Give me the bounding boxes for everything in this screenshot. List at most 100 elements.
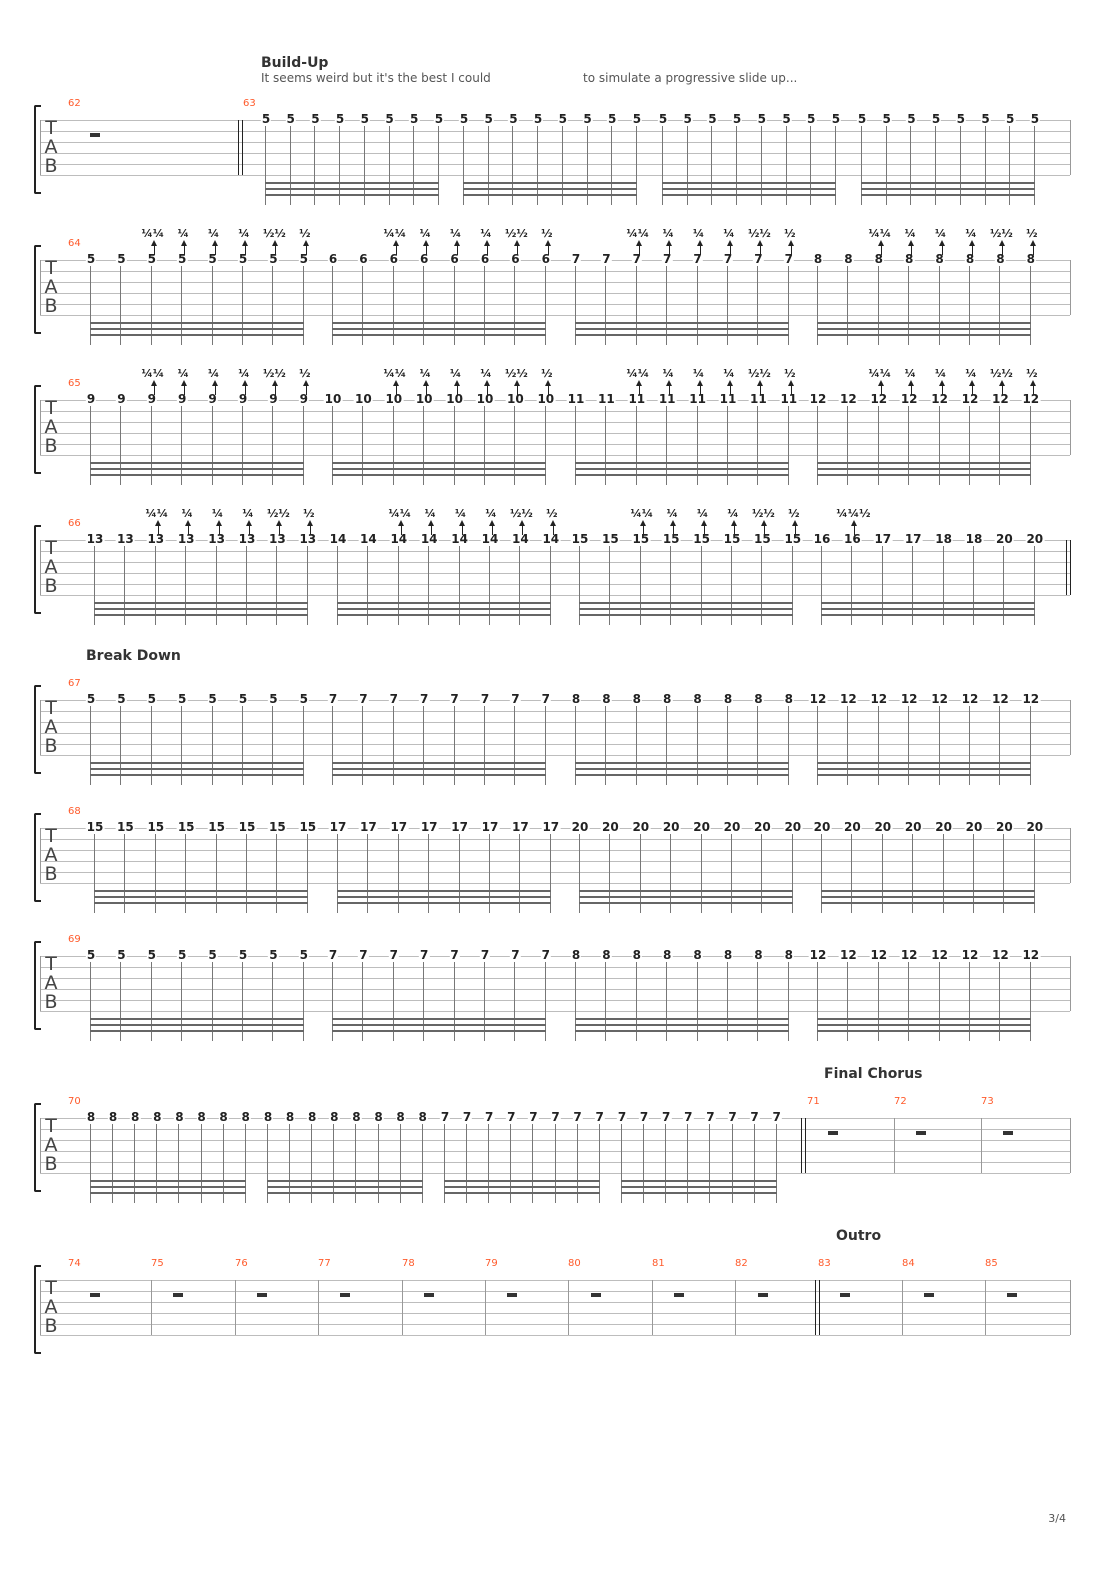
- fret-number[interactable]: 11: [749, 392, 768, 406]
- fret-number[interactable]: 20: [722, 820, 742, 834]
- fret-number[interactable]: 5: [85, 252, 97, 266]
- fret-number[interactable]: 12: [930, 692, 949, 706]
- fret-number[interactable]: 5: [409, 112, 420, 126]
- fret-number[interactable]: 5: [146, 252, 157, 266]
- fret-number[interactable]: 18: [934, 532, 953, 546]
- fret-number[interactable]: 20: [570, 820, 590, 834]
- fret-number[interactable]: 9: [298, 392, 309, 406]
- fret-number[interactable]: 8: [601, 692, 612, 706]
- fret-number[interactable]: 8: [722, 948, 734, 962]
- fret-number[interactable]: 13: [237, 532, 257, 546]
- fret-number[interactable]: 11: [657, 392, 677, 406]
- fret-number[interactable]: 5: [116, 252, 127, 266]
- fret-number[interactable]: 15: [692, 532, 711, 546]
- fret-number[interactable]: 5: [298, 692, 309, 706]
- fret-number[interactable]: 20: [692, 820, 711, 834]
- fret-number[interactable]: 11: [718, 392, 738, 406]
- fret-number[interactable]: 17: [511, 820, 530, 834]
- fret-number[interactable]: 8: [152, 1110, 163, 1124]
- fret-number[interactable]: 11: [627, 392, 647, 406]
- fret-number[interactable]: 6: [388, 252, 399, 266]
- fret-number[interactable]: 7: [449, 948, 460, 962]
- fret-number[interactable]: 5: [483, 112, 494, 126]
- fret-number[interactable]: 20: [903, 820, 923, 834]
- fret-number[interactable]: 13: [176, 532, 196, 546]
- fret-number[interactable]: 5: [177, 948, 188, 962]
- fret-number[interactable]: 8: [662, 948, 673, 962]
- fret-number[interactable]: 7: [616, 1110, 628, 1124]
- fret-number[interactable]: 8: [218, 1110, 229, 1124]
- fret-number[interactable]: 12: [991, 692, 1010, 706]
- fret-number[interactable]: 10: [354, 392, 373, 406]
- fret-number[interactable]: 5: [508, 112, 519, 126]
- fret-number[interactable]: 5: [207, 252, 218, 266]
- fret-number[interactable]: 12: [1021, 692, 1041, 706]
- fret-number[interactable]: 8: [934, 252, 945, 266]
- fret-number[interactable]: 10: [536, 392, 556, 406]
- fret-number[interactable]: 15: [237, 820, 257, 834]
- fret-number[interactable]: 5: [607, 112, 618, 126]
- fret-number[interactable]: 14: [480, 532, 500, 546]
- fret-number[interactable]: 14: [359, 532, 378, 546]
- fret-number[interactable]: 8: [307, 1110, 318, 1124]
- fret-number[interactable]: 14: [541, 532, 561, 546]
- fret-number[interactable]: 6: [419, 252, 430, 266]
- fret-number[interactable]: 8: [904, 252, 915, 266]
- fret-number[interactable]: 7: [540, 948, 551, 962]
- fret-number[interactable]: 5: [856, 112, 868, 126]
- fret-number[interactable]: 8: [85, 1110, 97, 1124]
- fret-number[interactable]: 15: [298, 820, 318, 834]
- fret-number[interactable]: 10: [323, 392, 343, 406]
- fret-number[interactable]: 9: [237, 392, 249, 406]
- fret-number[interactable]: 5: [177, 252, 188, 266]
- fret-number[interactable]: 8: [284, 1110, 296, 1124]
- fret-number[interactable]: 8: [753, 692, 764, 706]
- fret-number[interactable]: 8: [240, 1110, 251, 1124]
- fret-number[interactable]: 7: [419, 948, 430, 962]
- fret-number[interactable]: 12: [808, 692, 828, 706]
- fret-number[interactable]: 6: [510, 252, 521, 266]
- fret-number[interactable]: 8: [631, 948, 642, 962]
- fret-number[interactable]: 8: [662, 692, 673, 706]
- fret-number[interactable]: 9: [177, 392, 188, 406]
- fret-number[interactable]: 5: [532, 112, 544, 126]
- fret-number[interactable]: 8: [395, 1110, 406, 1124]
- fret-number[interactable]: 5: [731, 112, 743, 126]
- fret-number[interactable]: 15: [85, 820, 105, 834]
- fret-number[interactable]: 17: [419, 820, 439, 834]
- fret-number[interactable]: 5: [268, 948, 279, 962]
- fret-number[interactable]: 9: [85, 392, 97, 406]
- fret-number[interactable]: 14: [511, 532, 530, 546]
- fret-number[interactable]: 15: [661, 532, 681, 546]
- fret-number[interactable]: 20: [1025, 820, 1045, 834]
- fret-number[interactable]: 5: [881, 112, 892, 126]
- fret-number[interactable]: 5: [116, 692, 127, 706]
- fret-number[interactable]: 12: [869, 692, 889, 706]
- fret-number[interactable]: 7: [510, 692, 521, 706]
- fret-number[interactable]: 11: [688, 392, 707, 406]
- fret-number[interactable]: 17: [480, 820, 500, 834]
- fret-number[interactable]: 17: [450, 820, 469, 834]
- fret-number[interactable]: 20: [661, 820, 681, 834]
- fret-number[interactable]: 5: [433, 112, 445, 126]
- fret-number[interactable]: 12: [869, 392, 889, 406]
- fret-number[interactable]: 5: [384, 112, 395, 126]
- fret-number[interactable]: 7: [506, 1110, 517, 1124]
- fret-number[interactable]: 7: [661, 1110, 672, 1124]
- fret-number[interactable]: 16: [843, 532, 862, 546]
- fret-number[interactable]: 5: [582, 112, 593, 126]
- fret-number[interactable]: 7: [662, 252, 673, 266]
- fret-number[interactable]: 20: [812, 820, 832, 834]
- fret-number[interactable]: 8: [107, 1110, 119, 1124]
- fret-number[interactable]: 14: [450, 532, 469, 546]
- fret-number[interactable]: 8: [692, 692, 703, 706]
- fret-number[interactable]: 6: [479, 252, 491, 266]
- fret-number[interactable]: 15: [631, 532, 651, 546]
- fret-number[interactable]: 5: [237, 948, 249, 962]
- fret-number[interactable]: 12: [808, 948, 828, 962]
- fret-number[interactable]: 7: [419, 692, 430, 706]
- fret-number[interactable]: 9: [146, 392, 157, 406]
- fret-number[interactable]: 11: [566, 392, 586, 406]
- fret-number[interactable]: 12: [808, 392, 828, 406]
- fret-number[interactable]: 8: [753, 948, 764, 962]
